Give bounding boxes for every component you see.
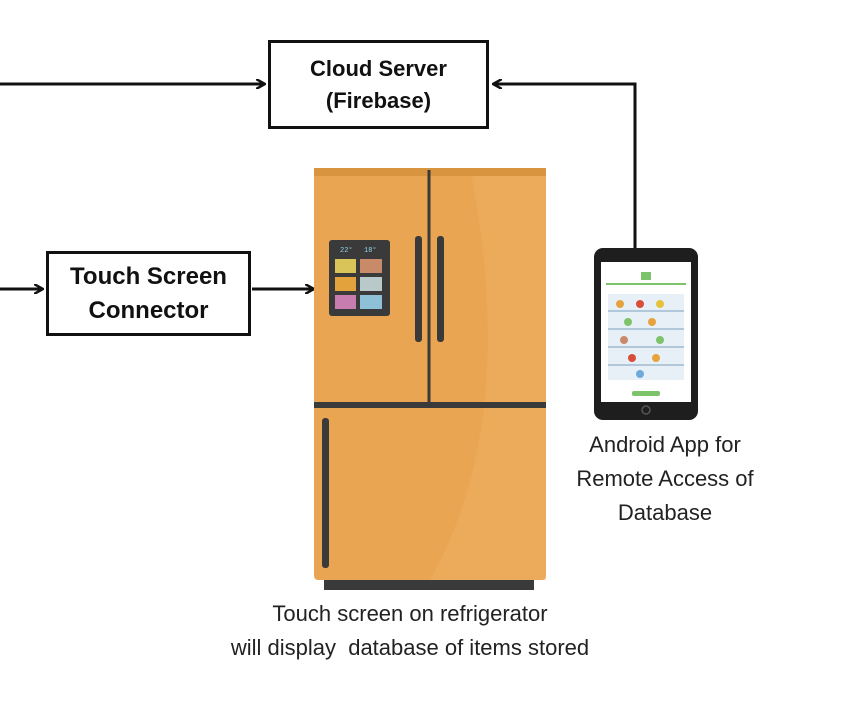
android-app-caption-line1: Android App for: [589, 432, 741, 457]
arrow-phone-to-cloud: [494, 84, 637, 248]
android-app-caption-line2: Remote Access of: [576, 466, 754, 491]
touch-connector-label-line1: Touch Screen: [70, 262, 227, 290]
touch-screen-connector-box: Touch Screen Connector: [46, 251, 251, 336]
refrigerator-caption-line1: Touch screen on refrigerator: [272, 601, 548, 626]
cloud-server-box: Cloud Server (Firebase): [268, 40, 489, 129]
refrigerator-caption: Touch screen on refrigerator will displa…: [160, 597, 660, 665]
svg-text:18°: 18°: [364, 246, 377, 255]
touch-connector-label-line2: Connector: [88, 296, 209, 324]
android-app-caption: Android App for Remote Access of Databas…: [540, 428, 790, 530]
cloud-server-label-line2: (Firebase): [325, 87, 432, 113]
android-app-caption-line3: Database: [617, 500, 713, 525]
cloud-server-label-line1: Cloud Server: [310, 55, 447, 81]
refrigerator-caption-line2: will display database of items stored: [230, 635, 590, 660]
svg-text:22°: 22°: [340, 246, 353, 255]
